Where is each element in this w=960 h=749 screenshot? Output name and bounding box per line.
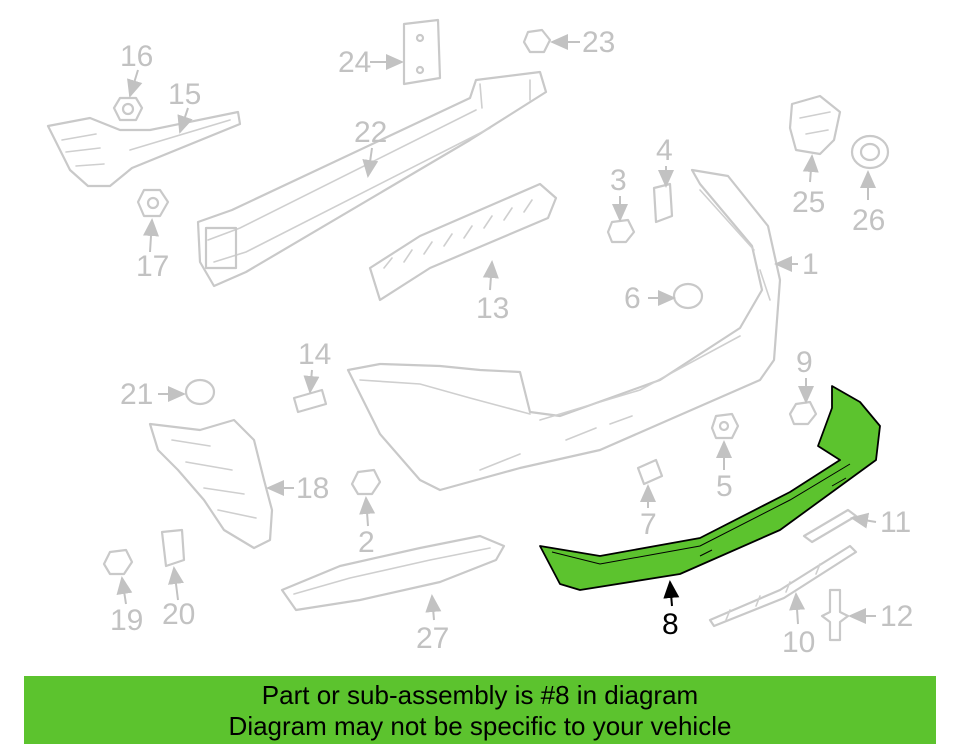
part-1-bumper-cover: [346, 168, 782, 492]
part-18-bracket: [148, 418, 274, 550]
part-8-lower-valance: [539, 385, 881, 591]
part-27-trim: [280, 534, 506, 612]
part-24-plate: [402, 18, 442, 86]
part-17-nut: [136, 188, 170, 218]
part-19-screw: [102, 548, 134, 576]
callout-1: 1: [802, 248, 819, 281]
part-16-screw: [112, 96, 144, 122]
callout-15: 15: [168, 78, 201, 111]
part-21-grommet: [184, 378, 216, 406]
callout-24: 24: [338, 46, 371, 79]
banner-line-2: Diagram may not be specific to your vehi…: [228, 711, 732, 741]
callout-12: 12: [880, 600, 913, 633]
part-11-molding: [802, 508, 858, 544]
callout-17: 17: [136, 250, 169, 283]
part-15-bracket: [46, 110, 242, 188]
part-20-bracket: [160, 528, 186, 568]
callout-27: 27: [416, 622, 449, 655]
callout-26: 26: [852, 204, 885, 237]
callout-4: 4: [656, 134, 673, 167]
callout-6: 6: [624, 282, 641, 315]
info-banner: Part or sub-assembly is #8 in diagram Di…: [24, 676, 936, 744]
callout-8: 8: [662, 608, 679, 641]
part-7-clip: [636, 458, 664, 486]
part-25-housing: [788, 94, 842, 156]
callout-7: 7: [640, 508, 657, 541]
callout-2: 2: [358, 526, 375, 559]
callout-21: 21: [120, 378, 153, 411]
callout-arrows: [116, 34, 877, 625]
callout-labels: 16 15 17 22 24 23 13 25 26 3 4 1 6 9 5 7…: [110, 26, 913, 659]
part-2-screw: [350, 468, 382, 496]
part-6-bumper: [672, 282, 704, 310]
callout-22: 22: [354, 116, 387, 149]
part-14-clip: [292, 388, 328, 414]
callout-13: 13: [476, 292, 509, 325]
callout-20: 20: [162, 598, 195, 631]
callout-16: 16: [120, 40, 153, 73]
part-10-molding: [708, 544, 858, 628]
callout-11: 11: [880, 506, 911, 539]
callout-3: 3: [610, 164, 627, 197]
part-5-nut: [710, 412, 740, 440]
banner-line-1: Part or sub-assembly is #8 in diagram: [261, 680, 699, 710]
part-4-bracket: [652, 182, 674, 224]
part-22-reinforcement-beam: [196, 70, 548, 288]
callout-14: 14: [298, 338, 331, 371]
callout-19: 19: [110, 604, 143, 637]
callout-10: 10: [782, 626, 815, 659]
part-13-absorber: [368, 182, 558, 302]
callout-23: 23: [582, 26, 615, 59]
callout-9: 9: [796, 346, 813, 379]
callout-25: 25: [792, 186, 825, 219]
part-23-nut: [522, 28, 552, 54]
callout-18: 18: [296, 472, 329, 505]
part-9-screw: [788, 400, 818, 426]
part-3-clip: [606, 218, 636, 244]
callout-5: 5: [716, 470, 733, 503]
part-26-grommet: [850, 134, 890, 170]
part-12-clip: [820, 588, 850, 642]
